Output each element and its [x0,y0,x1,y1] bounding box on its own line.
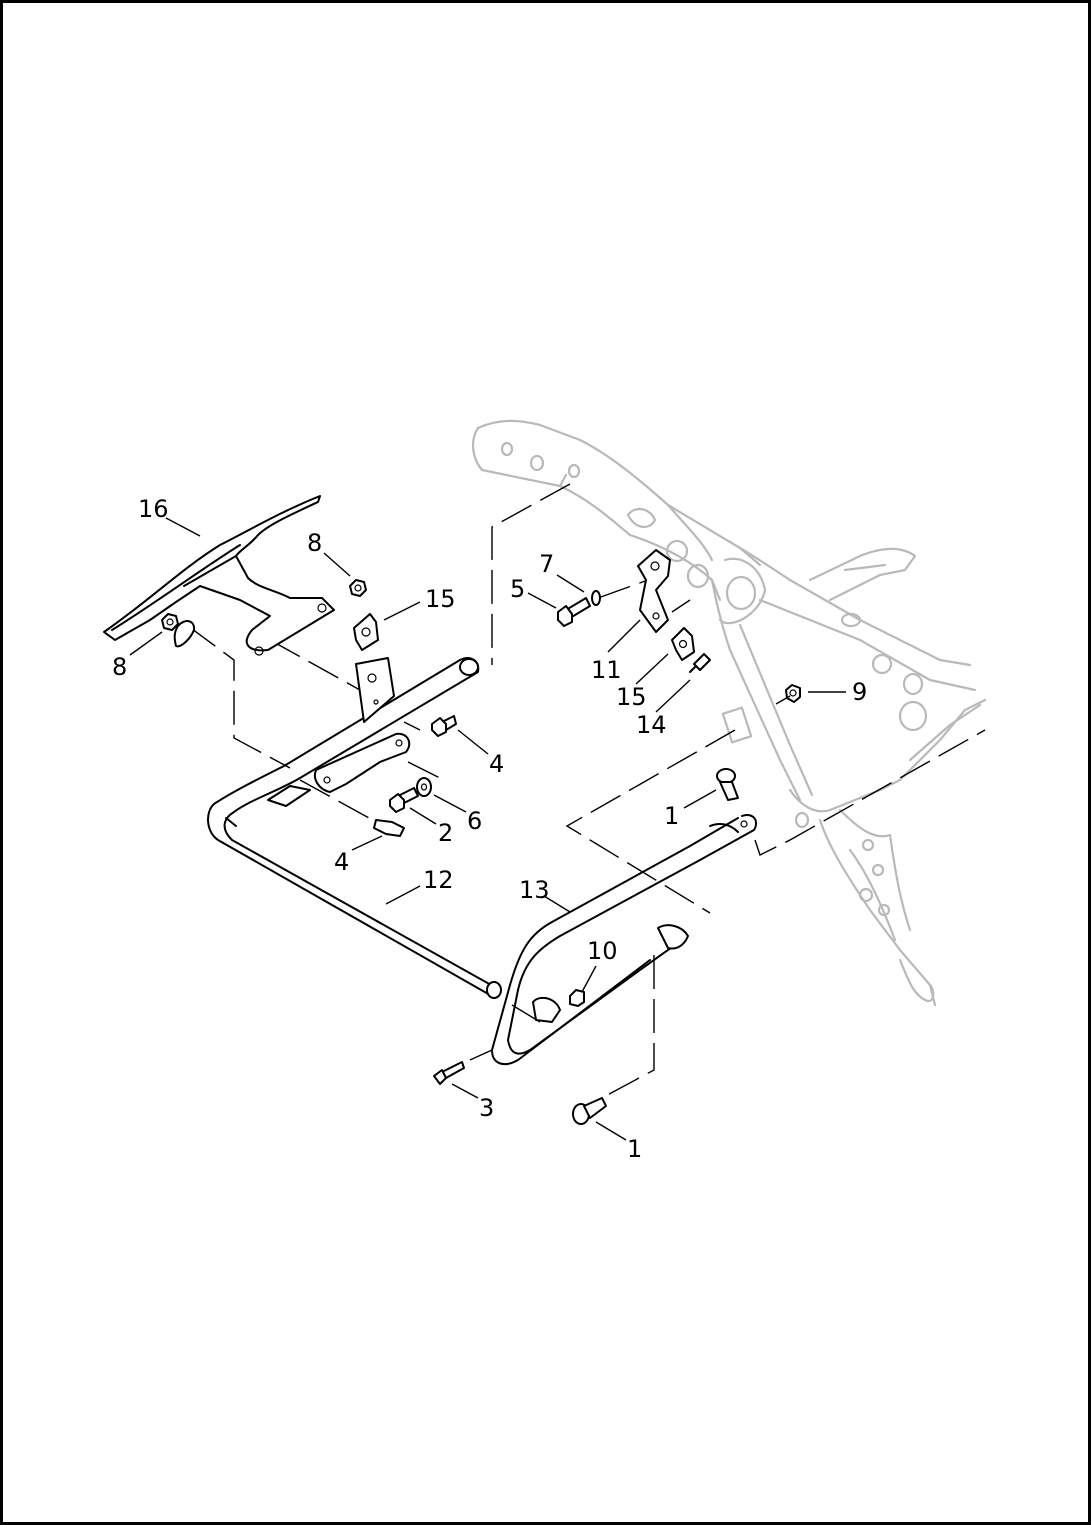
part-15-clip-nut-right [671,627,695,661]
part-4-bolt-upper [431,715,457,737]
part-12-left-guard-rail [207,657,502,999]
callout-7: 7 [539,550,554,578]
callout-6: 6 [467,807,482,835]
part-4-bolt-lower [373,819,405,837]
callout-10: 10 [587,937,618,965]
callout-2: 2 [438,819,453,847]
callout-1: 1 [627,1135,642,1163]
callout-4: 4 [489,750,504,778]
callout-16: 16 [138,495,169,523]
callout-15: 15 [425,585,456,613]
part-14-screw [689,653,711,673]
callout-1: 1 [664,802,679,830]
callout-9: 9 [852,678,867,706]
part-7-washer [591,590,601,606]
callout-15: 15 [616,683,647,711]
part-1-bolt-upper [716,768,739,801]
callout-14: 14 [636,711,667,739]
part-2-bolt [389,787,419,813]
part-8-nut-upper [349,579,367,597]
callout-8: 8 [112,653,127,681]
part-11-bracket [637,549,671,633]
part-6-washer [416,777,432,797]
callout-12: 12 [423,866,454,894]
motorcycle-frame-ghost [472,419,987,1007]
part-3-bolt [433,1061,465,1085]
part-16-trim-cover [103,495,335,656]
part-10-nut [569,989,585,1007]
part-5-bolt [557,597,591,627]
callout-4: 4 [334,848,349,876]
part-8-nut-lower [161,613,196,648]
callout-3: 3 [479,1094,494,1122]
part-13-right-guard-rail [491,814,758,1066]
callout-8: 8 [307,529,322,557]
part-1-bolt-lower [572,1097,607,1125]
callout-labels: 16 8 8 15 7 5 11 15 14 9 4 6 2 4 1 12 13… [112,495,867,1163]
callout-11: 11 [591,656,622,684]
leader-lines [129,517,846,1141]
part-15-clip-nut-left [353,613,379,651]
part-9-nut [785,684,801,703]
alignment-dashed-lines [187,483,986,1101]
callout-5: 5 [510,575,525,603]
callout-13: 13 [519,876,550,904]
